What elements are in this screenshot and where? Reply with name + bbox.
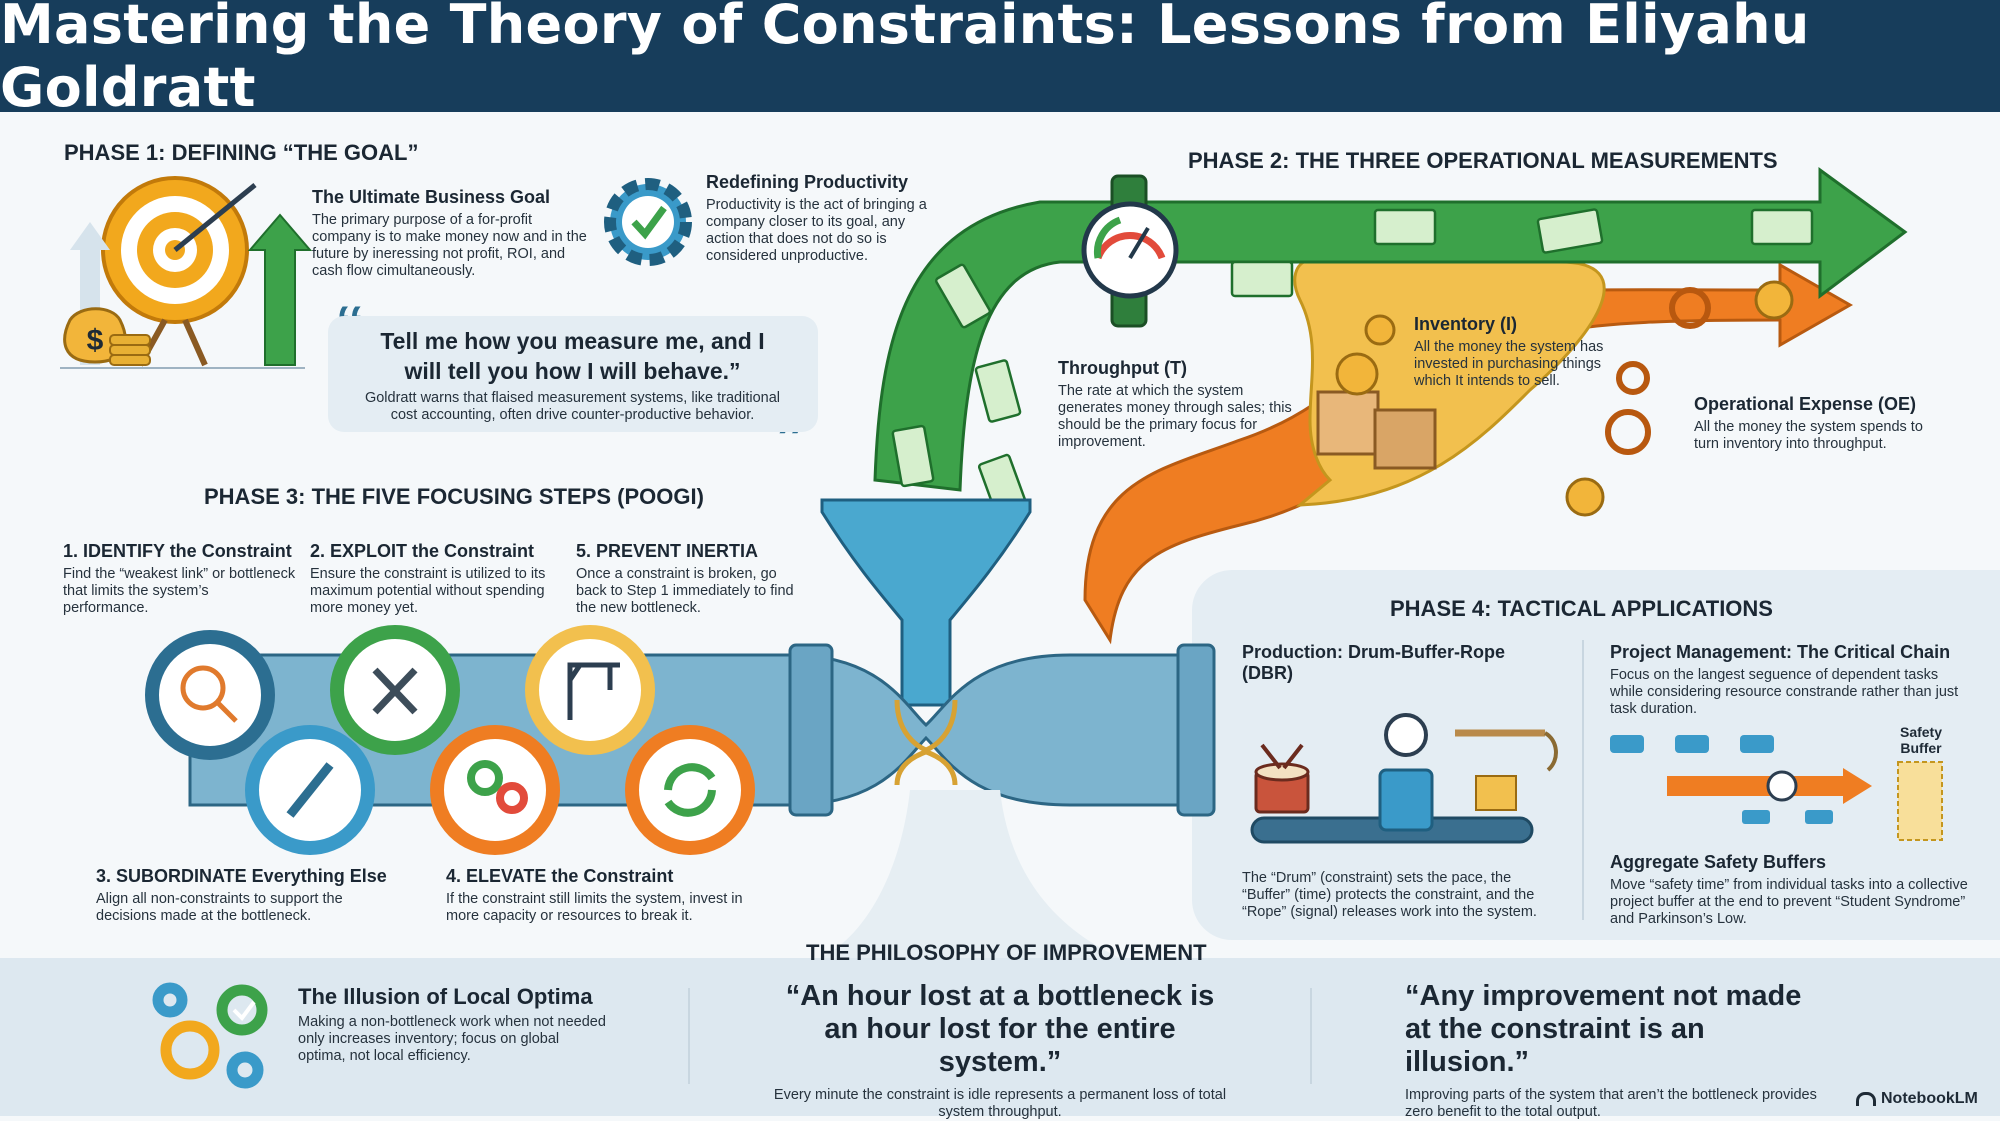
brand-name: NotebookLM (1881, 1090, 1978, 1107)
step5-text: Once a constraint is broken, go back to … (576, 566, 794, 616)
step3-title: 3. SUBORDINATE Everything Else (96, 866, 387, 886)
step4-title: 4. ELEVATE the Constraint (446, 866, 674, 886)
measure-quote: Tell me how you measure me, and I will t… (380, 328, 765, 384)
header-bar: Mastering the Theory of Constraints: Les… (0, 0, 2000, 119)
phase1-title: PHASE 1: DEFINING “THE GOAL” (64, 140, 419, 165)
phase3-title: PHASE 3: THE FIVE FOCUSING STEPS (POOGI) (204, 484, 704, 509)
illusion-quote: “Any improvement not made at the constra… (1405, 980, 1802, 1078)
step4-text: If the constraint still limits the syste… (446, 891, 743, 924)
inventory-text: All the money the system has invested in… (1414, 339, 1604, 389)
productivity-text: Productivity is the act of bringing a co… (706, 197, 927, 264)
step5-ring (525, 625, 655, 755)
inventory-heading: Inventory (I) (1414, 314, 1518, 334)
critical-chain-heading: Project Management: The Critical Chain (1610, 642, 1951, 662)
dbr-heading: Production: Drum-Buffer-Rope (DBR) (1242, 642, 1505, 683)
notebooklm-icon (1856, 1092, 1876, 1106)
money-bill-icons (891, 208, 1814, 519)
step5-title: 5. PREVENT INERTIA (576, 541, 759, 561)
page-title: Mastering the Theory of Constraints: Les… (0, 0, 1810, 119)
dbr-text: The “Drum” (constraint) sets the pace, t… (1242, 870, 1537, 920)
aggregate-heading: Aggregate Safety Buffers (1610, 852, 1827, 872)
phase4-card (1192, 570, 2000, 940)
bottleneck-quote: “An hour lost at a bottleneck is an hour… (785, 980, 1215, 1078)
check-icon (232, 1000, 256, 1022)
step6-ring (625, 725, 755, 855)
illusion-text: Making a non-bottleneck work when not ne… (298, 1014, 606, 1064)
aggregate-text: Move “safety time” from individual tasks… (1610, 877, 1968, 927)
coin-icons (1335, 280, 1794, 517)
productivity-heading: Redefining Productivity (706, 172, 909, 192)
wrench-icon (286, 762, 334, 818)
critical-chain-text: Focus on the langest seguence of depende… (1610, 667, 1959, 717)
philosophy-band (0, 958, 2000, 1116)
step2-text: Ensure the constraint is utilized to its… (310, 566, 546, 616)
magnifier-icon (180, 665, 226, 711)
target-icon (101, 176, 257, 367)
oe-text: All the money the system spends to turn … (1694, 419, 1923, 452)
step1-text: Find the “weakest link” or bottleneck th… (63, 566, 296, 616)
phase4-title: PHASE 4: TACTICAL APPLICATIONS (1390, 596, 1773, 621)
goal-heading: The Ultimate Business Goal (312, 187, 551, 207)
refresh-icon (664, 763, 716, 817)
gears-icon (152, 982, 268, 1089)
growth-arrow-icon (247, 213, 313, 366)
step1-ring (145, 630, 275, 760)
throughput-text: The rate at which the system generates m… (1058, 383, 1292, 450)
tools-icon (372, 667, 418, 715)
safety-buffer-label: Safety Buffer (1899, 724, 1943, 756)
money-bag-icon: $ (63, 307, 151, 366)
goal-text: The primary purpose of a for-profit comp… (312, 212, 587, 279)
step3-text: Align all non-constraints to support the… (96, 891, 343, 924)
step1-title: 1. IDENTIFY the Constraint (63, 541, 292, 561)
oe-gear-icons (1605, 287, 1711, 455)
oe-heading: Operational Expense (OE) (1694, 394, 1917, 414)
phase4-divider (1582, 640, 1584, 920)
step-icons (180, 662, 716, 818)
illusion-heading: The Illusion of Local Optima (298, 984, 593, 1009)
philosophy-title: THE PHILOSOPHY OF IMPROVEMENT (806, 940, 1207, 965)
svg-text:$: $ (87, 324, 104, 357)
gears-icon (467, 760, 503, 796)
gear-check-icon (604, 178, 692, 266)
step-rings (145, 625, 755, 855)
step2-title: 2. EXPLOIT the Constraint (310, 541, 535, 561)
philosophy-divider-2 (1310, 988, 1312, 1084)
critical-chain-illustration (1610, 735, 1943, 841)
dbr-illustration (1250, 713, 1558, 844)
measure-quote-note: Goldratt warns that flaised measurement … (364, 390, 781, 423)
crane-icon (567, 662, 620, 720)
brand-logo: NotebookLM (1856, 1090, 1978, 1108)
inventory-boxes-icon (1316, 390, 1437, 470)
phase2-title: PHASE 2: THE THREE OPERATIONAL MEASUREME… (1188, 148, 1778, 173)
quote-card (328, 316, 818, 432)
philosophy-divider-1 (688, 988, 690, 1084)
throughput-heading: Throughput (T) (1058, 358, 1187, 378)
